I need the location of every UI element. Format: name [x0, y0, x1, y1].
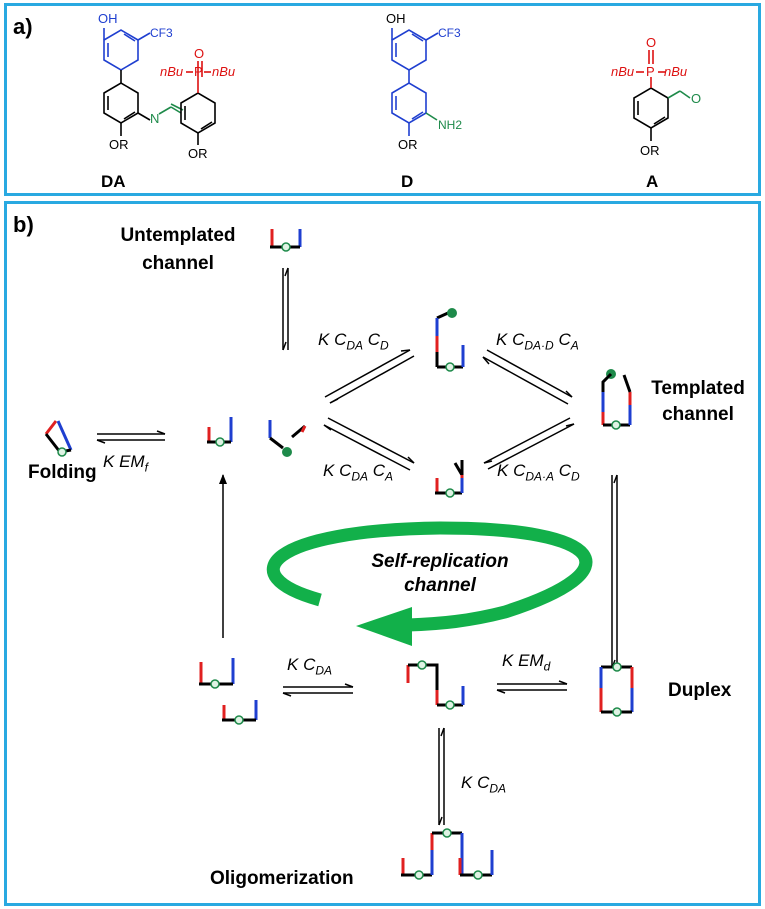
label-self-replication: Self-replication channel — [371, 551, 509, 596]
label-da: DA — [101, 172, 126, 191]
molecule-da — [103, 28, 216, 145]
label-oligomerization: Oligomerization — [210, 868, 354, 889]
panel-b — [4, 201, 761, 906]
equilibrium-arrows — [96, 267, 618, 826]
cartoon-monomers — [207, 417, 307, 457]
d-nh2: NH2 — [438, 118, 462, 132]
cartoon-duplex — [599, 662, 634, 717]
molecule-d — [391, 28, 439, 136]
label-duplex: Duplex — [668, 680, 732, 701]
rate-k-cda-left: K CDA — [287, 655, 333, 678]
self-replication-arrow — [266, 521, 593, 632]
label-templated-channel: Templated channel — [651, 378, 745, 425]
d-or: OR — [398, 137, 418, 152]
panel-b-label: b) — [13, 212, 34, 237]
rate-k-cdaa-cd: K CDA·A CD — [497, 461, 580, 484]
rate-k-cda-ca: K CDA CA — [323, 461, 394, 484]
rate-k-emd: K EMd — [502, 651, 551, 674]
a-nbu-left: nBu — [611, 64, 634, 79]
d-cf3: CF3 — [438, 26, 461, 40]
da-cf3: CF3 — [150, 26, 173, 40]
label-a: A — [646, 172, 659, 191]
molecule-structures: OH CF3 OR OR N O nBu P nBu OH CF3 OR NH2 — [98, 11, 701, 161]
cartoon-dimer — [406, 660, 465, 710]
rate-k-emf: K EMf — [103, 452, 148, 475]
label-untemplated-channel: Untemplated channel — [120, 225, 236, 274]
molecule-a — [633, 50, 691, 141]
rate-k-cda-cd: K CDA CD — [318, 330, 389, 353]
da-nbu-left: nBu — [160, 64, 183, 79]
a-or: OR — [640, 143, 660, 158]
panel-a — [4, 3, 761, 196]
cartoon-two-monomers — [199, 658, 258, 725]
a-nbu-right: nBu — [664, 64, 687, 79]
cartoons — [44, 229, 634, 880]
d-oh: OH — [386, 11, 406, 26]
da-nbu-right: nBu — [212, 64, 235, 79]
cartoon-oligomer — [401, 828, 494, 880]
label-folding: Folding — [28, 462, 97, 483]
da-or-1: OR — [109, 137, 129, 152]
rate-k-cda-bottom: K CDA — [461, 773, 507, 796]
da-o: O — [194, 46, 204, 61]
da-p: P — [194, 64, 203, 79]
cartoon-lower-center — [435, 460, 464, 498]
label-d: D — [401, 172, 414, 191]
panel-a-label: a) — [13, 14, 33, 39]
a-o: O — [646, 35, 656, 50]
a-p: P — [646, 64, 655, 79]
a-ald-o: O — [691, 91, 701, 106]
self-replication-arrowhead — [356, 607, 412, 646]
cartoon-templated — [601, 369, 632, 430]
rate-k-cdad-ca: K CDA·D CA — [496, 330, 579, 353]
cartoon-folding — [44, 420, 73, 457]
cartoon-top-center — [435, 308, 465, 372]
cartoon-untemplated — [270, 229, 302, 252]
da-oh: OH — [98, 11, 118, 26]
da-or-2: OR — [188, 146, 208, 161]
da-n: N — [150, 111, 159, 126]
